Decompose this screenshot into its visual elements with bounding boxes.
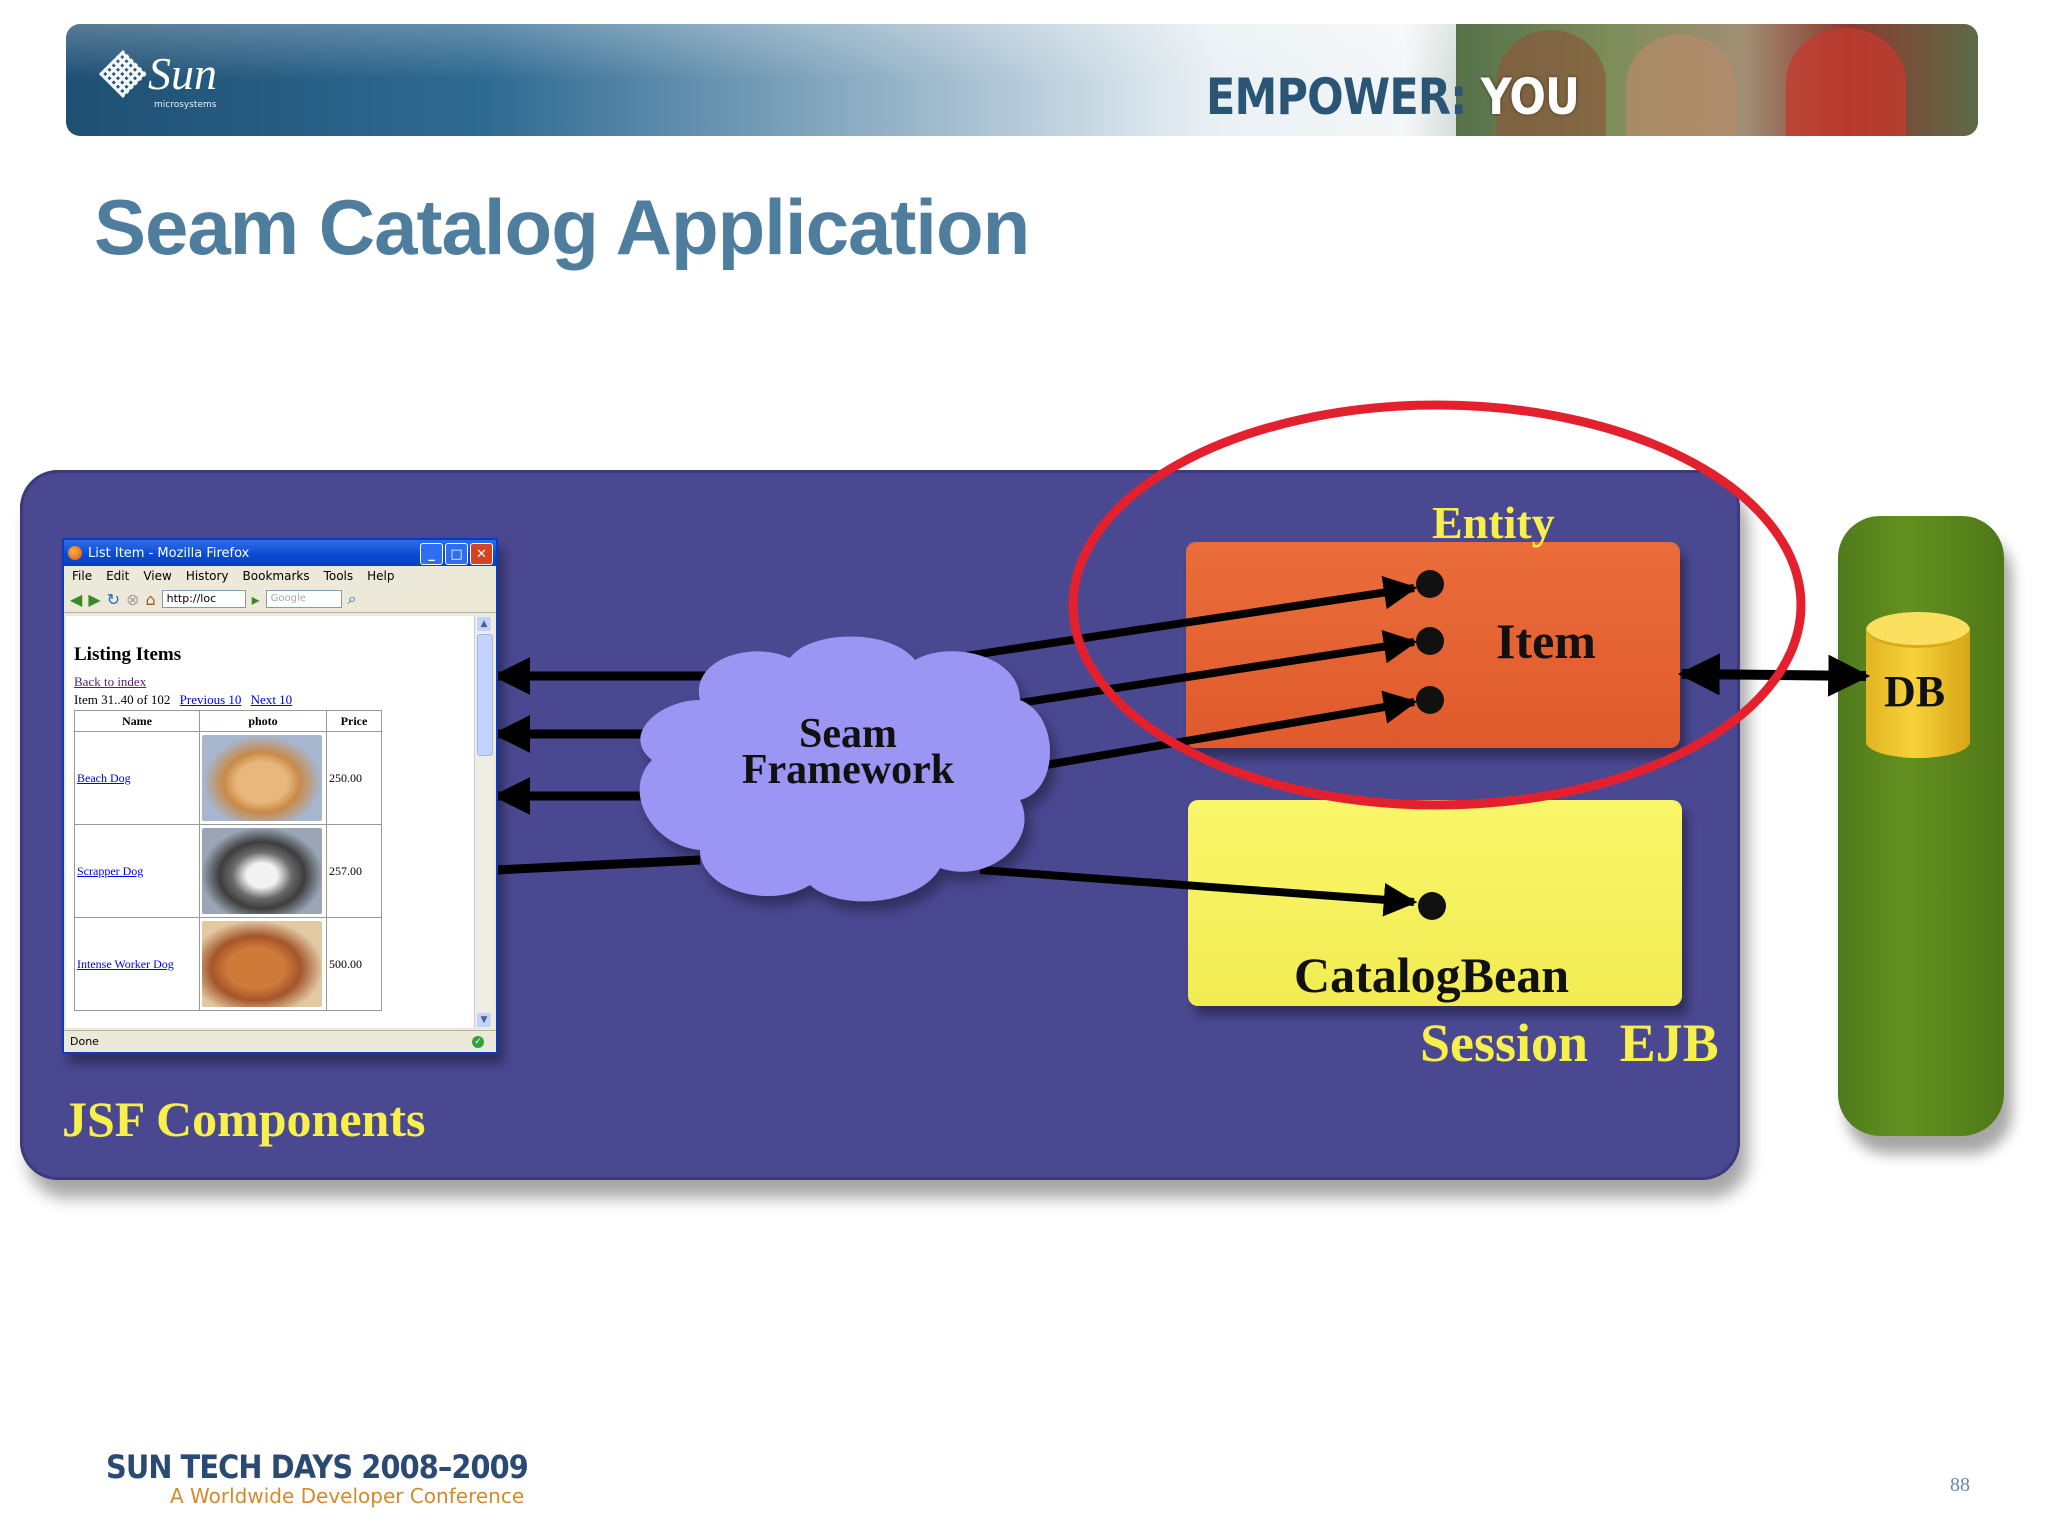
menu-bookmarks[interactable]: Bookmarks <box>242 569 310 583</box>
minimize-icon[interactable]: _ <box>420 543 443 565</box>
table-row: Scrapper Dog 257.00 <box>74 824 382 918</box>
database-icon <box>1866 612 1970 772</box>
window-controls: _ □ ✕ <box>420 543 493 565</box>
arrow-cloud-to-item <box>999 630 1418 710</box>
arrow-cloud-to-item <box>899 575 1418 670</box>
banner-tagline: EMPOWER: YOU <box>1206 68 1580 126</box>
database-icon-body <box>1866 630 1970 758</box>
item-range: Item 31..40 of 102 <box>74 692 171 707</box>
seam-framework-label: Seam Framework <box>700 711 996 793</box>
status-ok-icon: ✓ <box>472 1036 484 1048</box>
seam-cloud <box>639 636 1050 902</box>
item-photo <box>199 731 327 825</box>
footer-subtitle: A Worldwide Developer Conference <box>170 1484 525 1508</box>
item-price: 250.00 <box>326 731 382 825</box>
vertical-scrollbar[interactable]: ▲ ▼ <box>474 616 493 1028</box>
table-row: Beach Dog 250.00 <box>74 731 382 825</box>
database-icon-top <box>1866 612 1970 648</box>
banner-photo <box>1456 24 1978 136</box>
item-name-link[interactable]: Beach Dog <box>74 731 200 825</box>
header-banner: Sun microsystems EMPOWER: YOU <box>66 24 1978 136</box>
pager: Item 31..40 of 102 Previous 10 Next 10 <box>74 692 292 708</box>
banner-photo-person <box>1496 30 1606 136</box>
tagline-empower: EMPOWER: <box>1206 68 1467 126</box>
sun-logo: Sun <box>98 48 217 99</box>
entity-label: Entity <box>1432 497 1555 548</box>
arrow-cloud-to-catalogbean <box>979 866 1418 917</box>
tagline-you: YOU <box>1480 68 1580 126</box>
stop-icon[interactable]: ⊗ <box>126 589 140 609</box>
footer-brand: SUN TECH DAYS 2008–2009 <box>106 1448 529 1486</box>
table-header-row: Name photo Price <box>74 710 382 732</box>
jsf-components-label: JSF Components <box>62 1091 426 1147</box>
db-label: DB <box>1884 667 1946 716</box>
window-titlebar: List Item - Mozilla Firefox _ □ ✕ <box>64 540 496 566</box>
item-price: 500.00 <box>326 917 382 1011</box>
dog-photo <box>202 735 322 821</box>
close-icon[interactable]: ✕ <box>470 543 493 565</box>
window-title: List Item - Mozilla Firefox <box>88 545 250 561</box>
home-icon[interactable]: ⌂ <box>145 589 156 609</box>
reload-icon[interactable]: ↻ <box>106 589 121 609</box>
column-header: Name <box>74 710 200 732</box>
highlight-ring <box>1068 400 1806 810</box>
menu-tools[interactable]: Tools <box>323 569 354 583</box>
connector-dot <box>1418 892 1446 920</box>
item-price: 257.00 <box>326 824 382 918</box>
page-content: Listing Items Back to index Item 31..40 … <box>66 616 474 1028</box>
item-photo <box>199 824 327 918</box>
slide-title: Seam Catalog Application <box>94 183 1030 271</box>
menu-bar: File Edit View History Bookmarks Tools H… <box>64 566 496 586</box>
scrollbar-thumb[interactable] <box>477 634 493 756</box>
url-field[interactable]: http://loc <box>161 590 246 608</box>
nav-toolbar: ◀ ▶ ↻ ⊗ ⌂ http://loc ▸ Google ⌕ <box>64 586 496 613</box>
sun-logo-subtext: microsystems <box>154 100 217 110</box>
item-label: Item <box>1496 613 1596 669</box>
sun-logo-text: Sun <box>148 48 217 99</box>
item-name-link[interactable]: Scrapper Dog <box>74 824 200 918</box>
dog-photo <box>202 921 322 1007</box>
catalogbean-label: CatalogBean <box>1294 947 1569 1003</box>
seam-label-line2: Framework <box>741 747 955 793</box>
back-arrow-icon[interactable]: ◀ <box>70 589 83 609</box>
banner-photo-person <box>1626 34 1736 136</box>
go-icon[interactable]: ▸ <box>251 589 260 609</box>
previous-link[interactable]: Previous 10 <box>179 692 242 707</box>
firefox-window: List Item - Mozilla Firefox _ □ ✕ File E… <box>62 538 498 1054</box>
search-icon[interactable]: ⌕ <box>347 589 357 608</box>
page-number: 88 <box>1950 1474 1970 1496</box>
items-table: Name photo Price Beach Dog 250.00 Scrapp… <box>74 710 382 1011</box>
forward-arrow-icon[interactable]: ▶ <box>88 589 101 609</box>
connector-dot <box>1416 686 1444 714</box>
connector-dot <box>1416 570 1444 598</box>
line-jsf-to-cloud <box>495 855 701 875</box>
listing-heading: Listing Items <box>74 644 182 665</box>
banner-photo-person <box>1786 28 1906 136</box>
status-text: Done <box>70 1035 99 1048</box>
seam-label-line1: Seam <box>799 711 897 757</box>
search-input[interactable]: Google <box>265 590 342 608</box>
back-to-index-link[interactable]: Back to index <box>74 674 147 689</box>
menu-history[interactable]: History <box>185 569 229 583</box>
menu-edit[interactable]: Edit <box>106 569 130 583</box>
dog-photo <box>202 828 322 914</box>
arrow-cloud-to-item <box>1039 690 1418 770</box>
menu-view[interactable]: View <box>143 569 172 583</box>
column-header: Price <box>326 710 382 732</box>
menu-file[interactable]: File <box>72 569 93 583</box>
firefox-icon <box>68 546 82 560</box>
table-row: Intense Worker Dog 500.00 <box>74 917 382 1011</box>
scroll-down-icon[interactable]: ▼ <box>477 1013 491 1027</box>
session-ejb-label: Session EJB <box>1420 1013 1719 1073</box>
status-bar: Done ✓ <box>64 1030 496 1052</box>
connector-dot <box>1416 627 1444 655</box>
column-header: photo <box>199 710 327 732</box>
maximize-icon[interactable]: □ <box>445 543 468 565</box>
scroll-up-icon[interactable]: ▲ <box>477 617 491 631</box>
menu-help[interactable]: Help <box>367 569 395 583</box>
next-link[interactable]: Next 10 <box>250 692 293 707</box>
item-name-link[interactable]: Intense Worker Dog <box>74 917 200 1011</box>
item-photo <box>199 917 327 1011</box>
